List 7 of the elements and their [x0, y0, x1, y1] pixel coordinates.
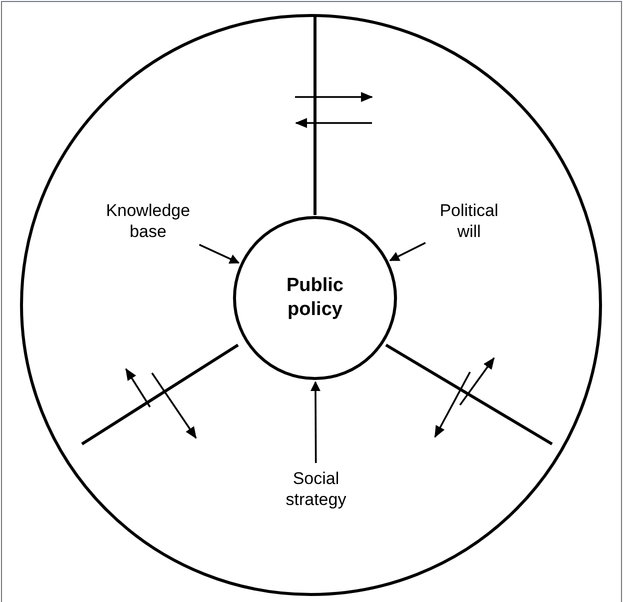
sector-label: Political will	[438, 200, 500, 242]
arrow	[198, 244, 240, 264]
center-label: Public policy	[285, 274, 344, 322]
sector-label: Knowledge base	[104, 200, 192, 242]
arrow	[389, 242, 426, 262]
sector-label: Social strategy	[284, 468, 348, 510]
arrow	[310, 381, 320, 463]
